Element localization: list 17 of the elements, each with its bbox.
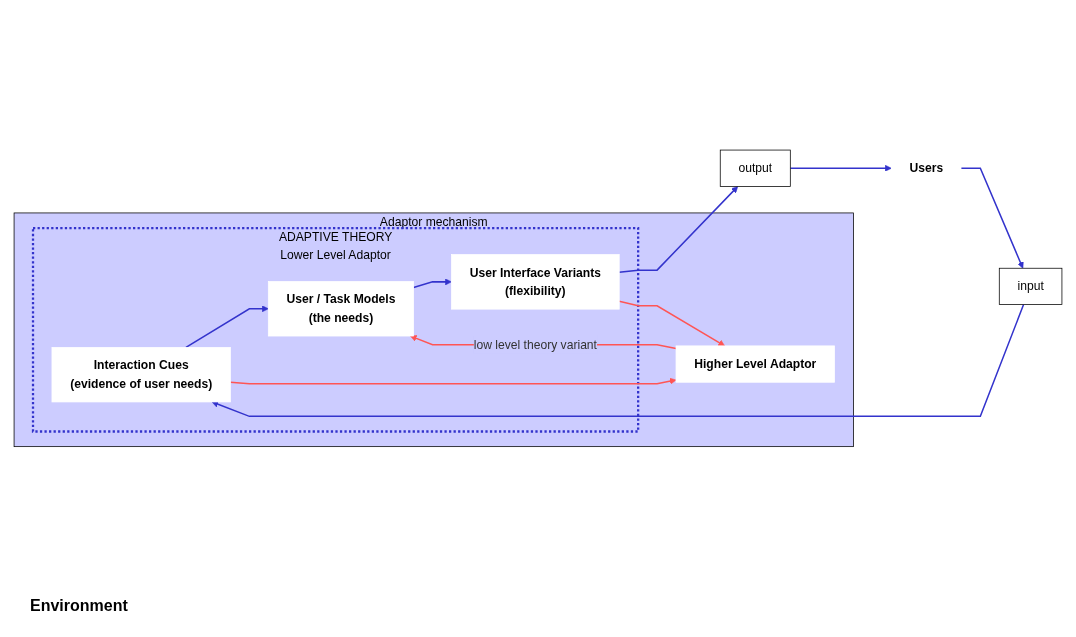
region-label: Environment xyxy=(30,597,128,614)
node-box: User Interface Variants (flexibility) xyxy=(451,254,620,310)
arrow xyxy=(789,165,892,172)
arrow xyxy=(412,278,452,289)
arrow xyxy=(618,300,725,347)
node-box: output xyxy=(719,149,791,187)
arrow xyxy=(229,378,677,385)
edge-label: low level theory variant xyxy=(473,338,597,351)
node-box: Higher Level Adaptor xyxy=(675,345,835,383)
arrow xyxy=(185,305,269,349)
node-box: User / Task Models (the needs) xyxy=(267,281,414,337)
arrow xyxy=(211,304,1025,418)
node-box: input xyxy=(998,268,1063,306)
node-box: Interaction Cues (evidence of user needs) xyxy=(51,347,231,403)
arrow xyxy=(960,167,1024,269)
arrow xyxy=(618,186,739,274)
node-text: Users xyxy=(909,161,944,175)
